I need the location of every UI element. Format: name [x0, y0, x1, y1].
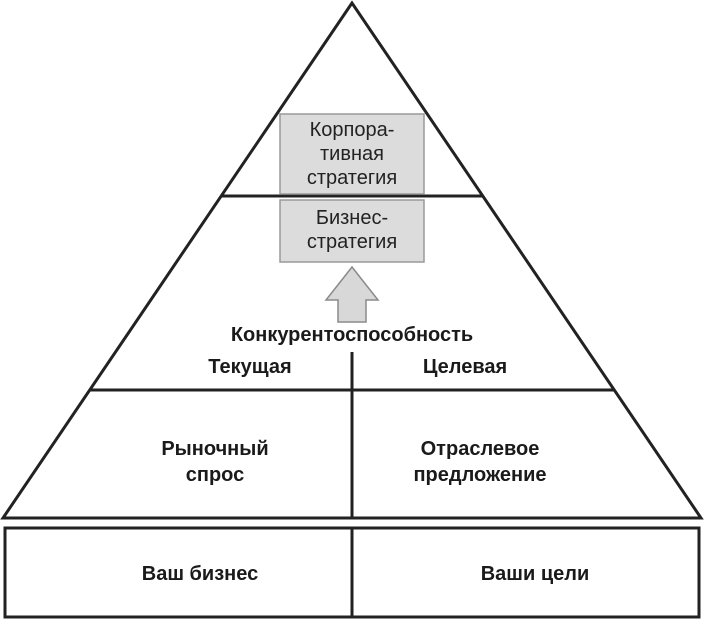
- business-strategy-label: Бизнес- стратегия: [280, 206, 424, 254]
- business-strategy-line-2: стратегия: [306, 231, 398, 253]
- market-demand-line-1: Рыночный: [161, 438, 269, 460]
- competitiveness-target: Целевая: [422, 356, 508, 378]
- industry-supply-line-2: предложение: [413, 464, 547, 486]
- market-demand-line-2: спрос: [185, 464, 245, 486]
- business-strategy-box: [279, 199, 425, 263]
- business-strategy-line-1: Бизнес-: [315, 207, 389, 229]
- market-demand-label: Рыночный спрос: [130, 436, 300, 488]
- corporate-strategy-box: [279, 113, 425, 195]
- up-arrow: [324, 265, 380, 323]
- corporate-strategy-line-2: тивная: [320, 143, 384, 165]
- corporate-strategy-line-3: стратегия: [306, 167, 398, 189]
- industry-supply-label: Отраслевое предложение: [390, 436, 570, 488]
- corporate-strategy-label: Корпора- тивная стратегия: [280, 118, 424, 190]
- industry-supply-line-1: Отраслевое: [420, 438, 540, 460]
- corporate-strategy-line-1: Корпора-: [309, 119, 395, 141]
- competitiveness-title: Конкурентоспособность: [230, 324, 474, 346]
- base-left-label: Ваш бизнес: [141, 563, 259, 585]
- competitiveness-current: Текущая: [208, 356, 292, 378]
- base-right-label: Ваши цели: [480, 563, 590, 585]
